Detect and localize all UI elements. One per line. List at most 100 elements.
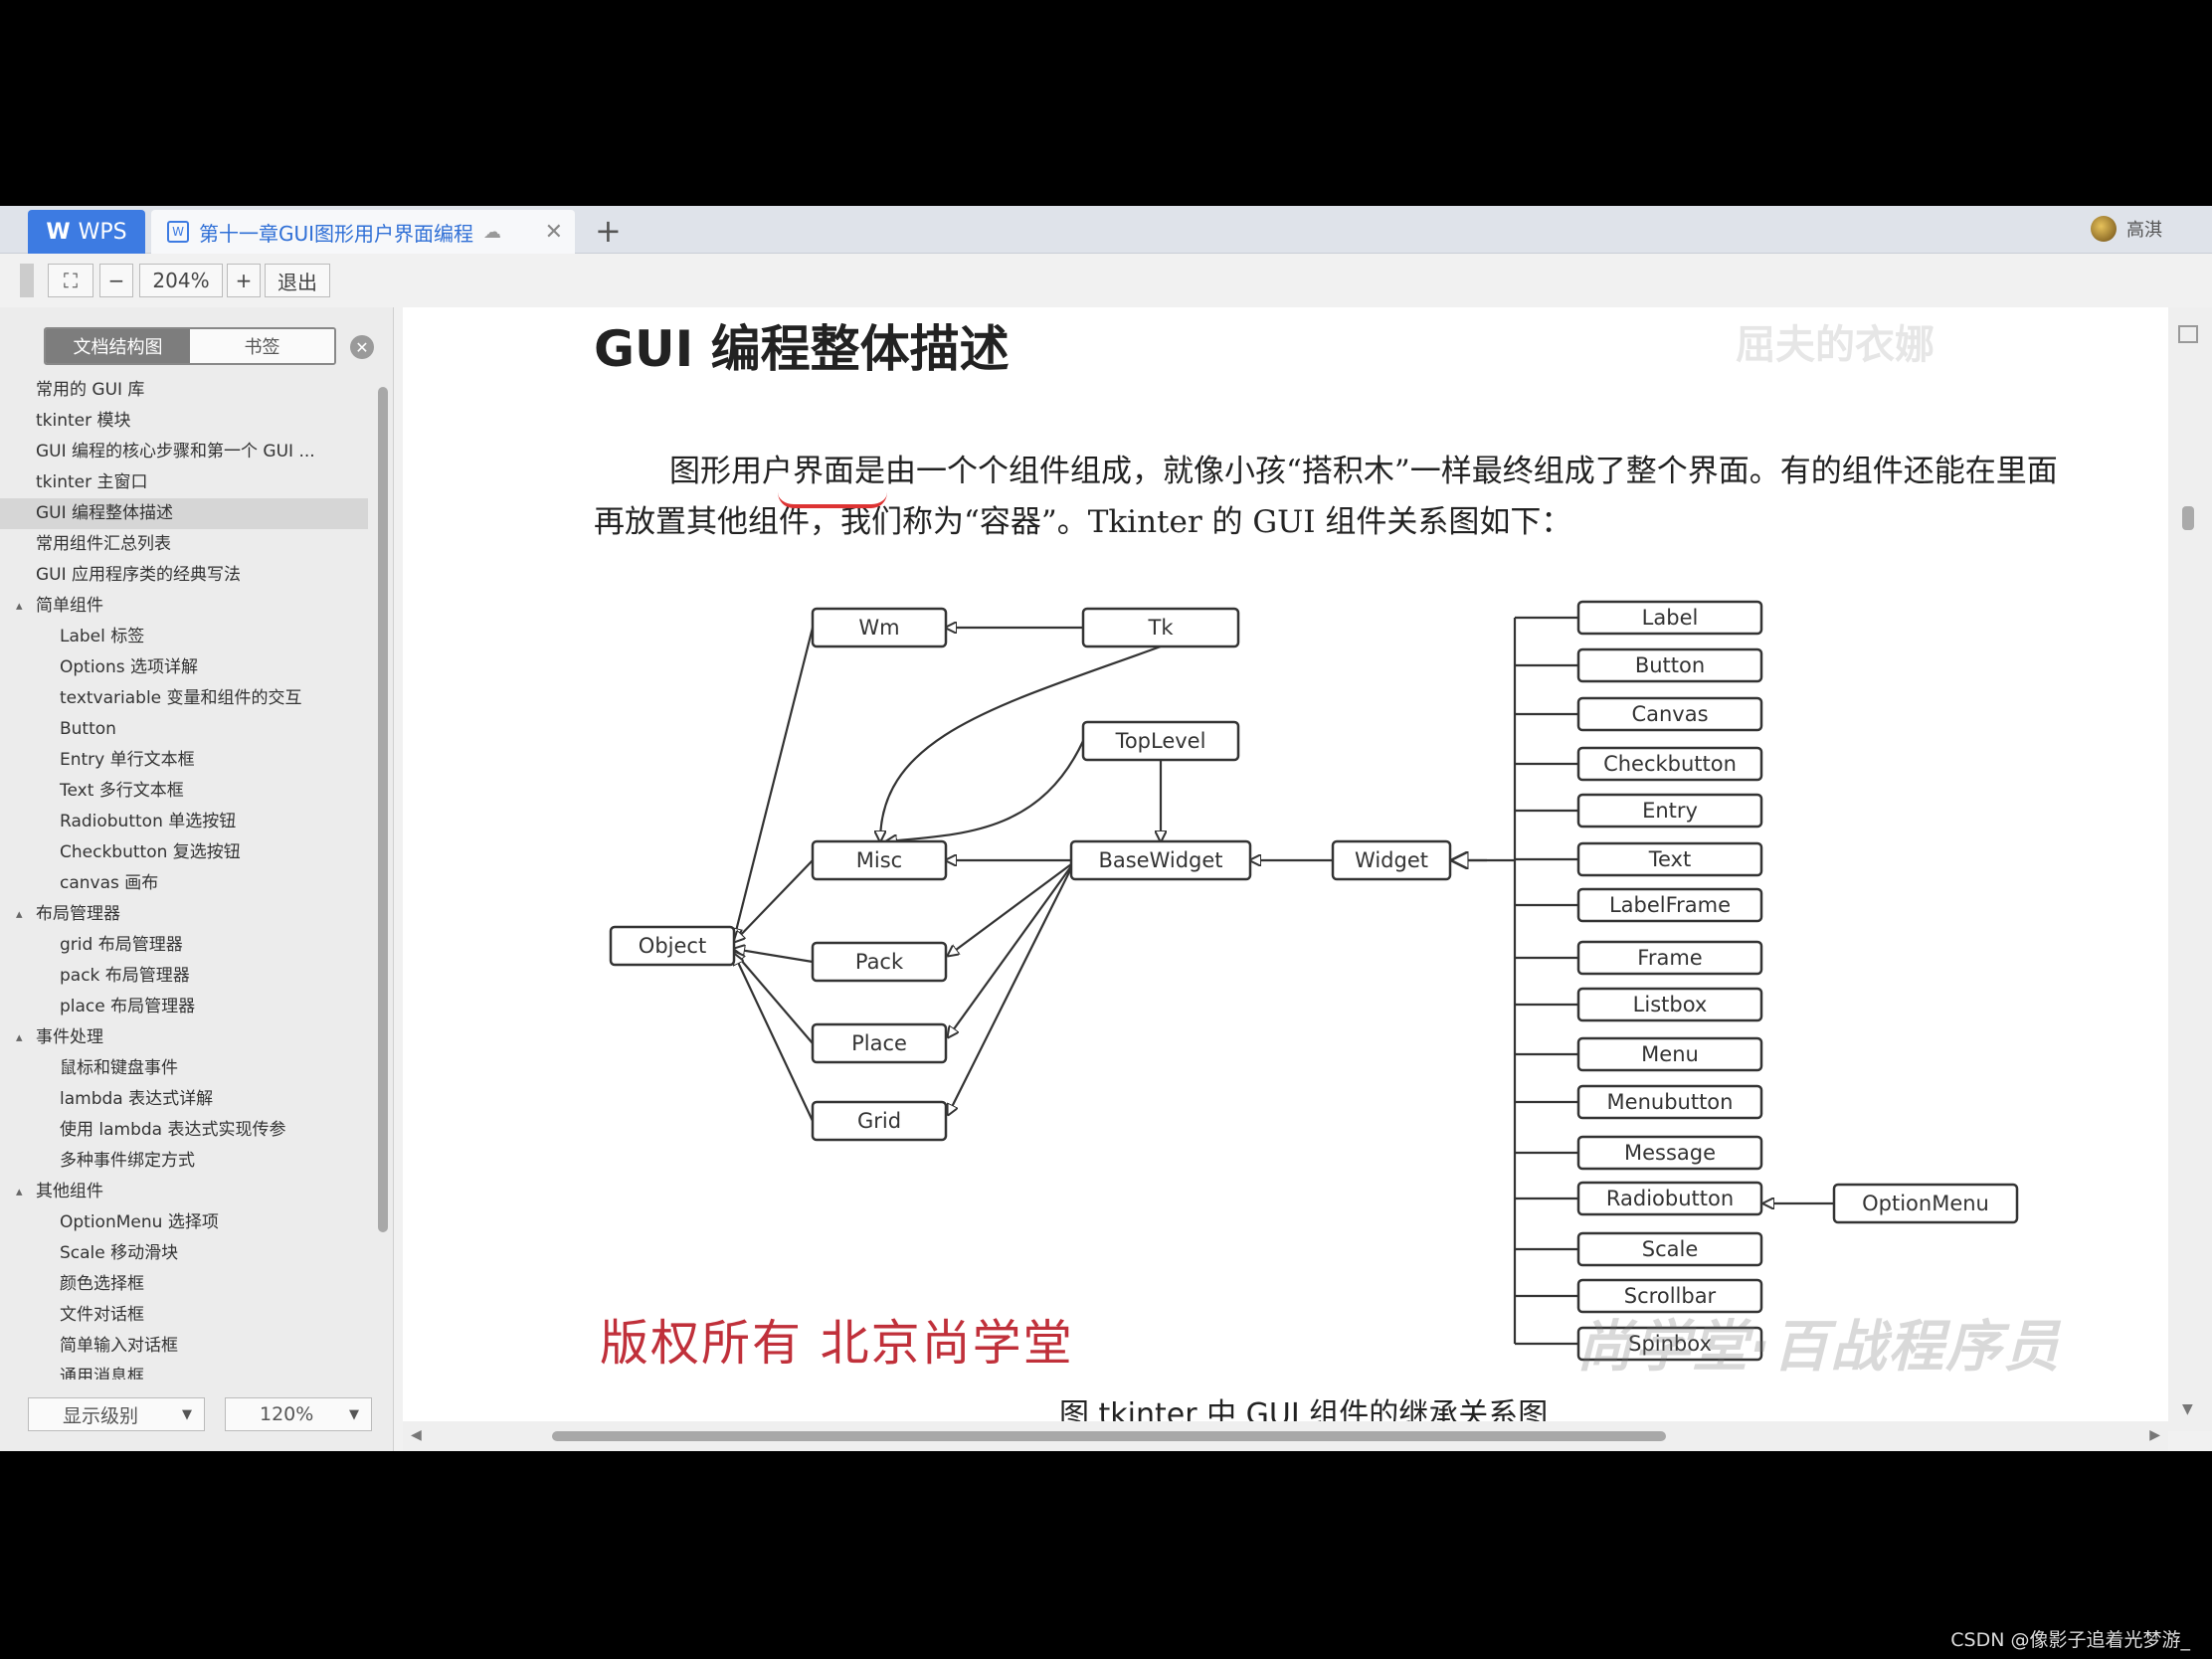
scroll-right-icon[interactable]: ▶ xyxy=(2149,1427,2160,1443)
node-label: OptionMenu xyxy=(1862,1192,1989,1215)
outline-item[interactable]: ▴其他组件 xyxy=(0,1177,368,1207)
fit-screen-button[interactable]: ⛶ xyxy=(48,264,93,297)
node-widget-label: Label xyxy=(1576,600,1763,636)
tab-document[interactable]: W 第十一章GUI图形用户界面编程 ☁ ✕ xyxy=(151,210,575,254)
node-label: LabelFrame xyxy=(1609,893,1731,917)
outline-item[interactable]: ▴ 事件处理 xyxy=(0,1022,368,1053)
tab-bookmarks[interactable]: 书签 xyxy=(190,329,334,363)
panel-toggle-icon[interactable] xyxy=(2178,325,2198,343)
outline-item[interactable]: textvariable 变量和组件的交互 xyxy=(0,683,368,714)
outline-item[interactable]: ▴布局管理器 xyxy=(0,899,368,930)
outline-item[interactable]: 使用 lambda 表达式实现传参 xyxy=(0,1115,368,1146)
outline-item[interactable]: Text 多行文本框 xyxy=(0,776,368,807)
node-pack: Pack xyxy=(811,941,948,983)
zoom-in-button[interactable]: + xyxy=(227,264,261,297)
outline-item[interactable]: 文件对话框 xyxy=(0,1300,368,1331)
tab-document-outline[interactable]: 文档结构图 xyxy=(46,329,190,363)
outline-zoom-select[interactable]: 120% ▼ xyxy=(225,1397,372,1431)
node-label: Menubutton xyxy=(1607,1090,1734,1114)
outline-item-label: Radiobutton 单选按钮 xyxy=(60,812,237,831)
inheritance-edge xyxy=(948,865,1072,1037)
zoom-level-field[interactable]: 204% xyxy=(139,264,223,297)
node-widget: Widget xyxy=(1331,839,1452,881)
node-widget-canvas: Canvas xyxy=(1576,696,1763,732)
inheritance-edge xyxy=(948,867,1072,1115)
outline-item[interactable]: Options 选项详解 xyxy=(0,652,368,683)
user-name: 高淇 xyxy=(2126,220,2162,241)
outline-item[interactable]: OptionMenu 选择项 xyxy=(0,1207,368,1238)
outline-item[interactable]: 多种事件绑定方式 xyxy=(0,1146,368,1177)
chevron-down-icon: ▼ xyxy=(182,1406,192,1422)
close-pane-button[interactable]: ✕ xyxy=(350,335,374,359)
collapse-triangle-icon[interactable]: ▴ xyxy=(16,1185,23,1199)
outline-item[interactable]: pack 布局管理器 xyxy=(0,961,368,992)
node-widget-checkbutton: Checkbutton xyxy=(1576,746,1763,782)
outline-item[interactable]: tkinter 模块 xyxy=(0,406,368,437)
node-widget-labelframe: LabelFrame xyxy=(1576,887,1763,923)
outline-item[interactable]: GUI 编程整体描述 xyxy=(0,498,368,529)
outline-item[interactable]: 常用的 GUI 库 xyxy=(0,375,368,406)
close-tab-button[interactable]: ✕ xyxy=(544,219,563,245)
outline-item-label: 文件对话框 xyxy=(60,1305,144,1325)
document-view[interactable]: 屈夫的衣娜 GUI 编程整体描述 图形用户界面是由一个个组件组成，就像小孩“搭积… xyxy=(403,307,2168,1431)
outline-item[interactable]: tkinter 主窗口 xyxy=(0,467,368,498)
outline-scrollbar[interactable] xyxy=(378,387,388,1232)
inheritance-edge xyxy=(734,859,814,942)
outline-item[interactable]: 简单输入对话框 xyxy=(0,1331,368,1362)
collapse-triangle-icon[interactable]: ▴ xyxy=(16,1030,23,1045)
new-tab-button[interactable]: + xyxy=(595,212,622,250)
node-toplevel: TopLevel xyxy=(1081,720,1240,762)
node-widget-radiobutton: Radiobutton xyxy=(1576,1181,1763,1216)
outline-item-label: Checkbutton 复选按钮 xyxy=(60,842,241,862)
node-label: Place xyxy=(851,1031,907,1055)
outline-item-label: 简单组件 xyxy=(36,596,103,616)
outline-item-label: Options 选项详解 xyxy=(60,657,198,677)
outline-item[interactable]: Radiobutton 单选按钮 xyxy=(0,807,368,837)
zoom-out-button[interactable]: − xyxy=(99,264,133,297)
vertical-scrollbar[interactable]: ▼ xyxy=(2168,307,2212,1431)
outline-item[interactable]: canvas 画布 xyxy=(0,868,368,899)
node-label: Checkbutton xyxy=(1603,752,1737,776)
outline-item[interactable]: Checkbutton 复选按钮 xyxy=(0,837,368,868)
display-level-select[interactable]: 显示级别 ▼ xyxy=(28,1397,205,1431)
outline-item[interactable]: 常用组件汇总列表 xyxy=(0,529,368,560)
vertical-scroll-thumb[interactable] xyxy=(2182,506,2194,530)
ink-underline-annotation xyxy=(778,492,887,508)
exit-button[interactable]: 退出 xyxy=(265,264,330,297)
collapse-triangle-icon[interactable]: ▴ xyxy=(16,599,23,614)
node-label: Radiobutton xyxy=(1606,1187,1734,1210)
reading-toolbar: ⛶ − 204% + 退出 xyxy=(0,254,2212,307)
body-paragraph-text: 图形用户界面是由一个个组件组成，就像小孩“搭积木”一样最终组成了整个界面。有的组… xyxy=(594,454,2058,540)
outline-item-label: 事件处理 xyxy=(36,1027,103,1047)
scroll-down-icon[interactable]: ▼ xyxy=(2182,1401,2193,1417)
horizontal-scroll-thumb[interactable] xyxy=(552,1431,1666,1441)
display-level-label: 显示级别 xyxy=(63,1404,139,1427)
node-widget-text: Text xyxy=(1576,841,1763,877)
node-label: Frame xyxy=(1637,946,1702,970)
outline-item[interactable]: Label 标签 xyxy=(0,622,368,652)
outline-item[interactable]: lambda 表达式详解 xyxy=(0,1084,368,1115)
outline-item[interactable]: GUI 编程的核心步骤和第一个 GUI ... xyxy=(0,437,368,467)
user-account[interactable]: 高淇 xyxy=(2091,216,2162,242)
outline-item[interactable]: Scale 移动滑块 xyxy=(0,1238,368,1269)
outline-item-label: 简单输入对话框 xyxy=(60,1336,178,1356)
outline-item[interactable]: Entry 单行文本框 xyxy=(0,745,368,776)
outline-item[interactable]: GUI 应用程序类的经典写法 xyxy=(0,560,368,591)
outline-item[interactable]: 颜色选择框 xyxy=(0,1269,368,1300)
outline-item[interactable]: 通用消息框 xyxy=(0,1362,368,1380)
node-label: Object xyxy=(639,934,706,958)
outline-item[interactable]: 鼠标和键盘事件 xyxy=(0,1053,368,1084)
node-optionmenu: OptionMenu xyxy=(1832,1183,2019,1224)
outline-item[interactable]: ▴ 简单组件 xyxy=(0,591,368,622)
outline-item-label: GUI 编程的核心步骤和第一个 GUI ... xyxy=(36,442,315,461)
outline-item[interactable]: Button xyxy=(0,714,368,745)
outline-item-label: 通用消息框 xyxy=(60,1367,144,1380)
scroll-left-icon[interactable]: ◀ xyxy=(411,1427,422,1443)
wps-window: W WPS W 第十一章GUI图形用户界面编程 ☁ ✕ + 高淇 ⛶ − 204… xyxy=(0,206,2212,1451)
tab-wps-home[interactable]: W WPS xyxy=(28,210,145,254)
outline-item[interactable]: place 布局管理器 xyxy=(0,992,368,1022)
collapse-triangle-icon[interactable]: ▴ xyxy=(16,907,23,922)
outline-item[interactable]: grid 布局管理器 xyxy=(0,930,368,961)
horizontal-scrollbar[interactable]: ◀ ▶ xyxy=(403,1421,2168,1451)
